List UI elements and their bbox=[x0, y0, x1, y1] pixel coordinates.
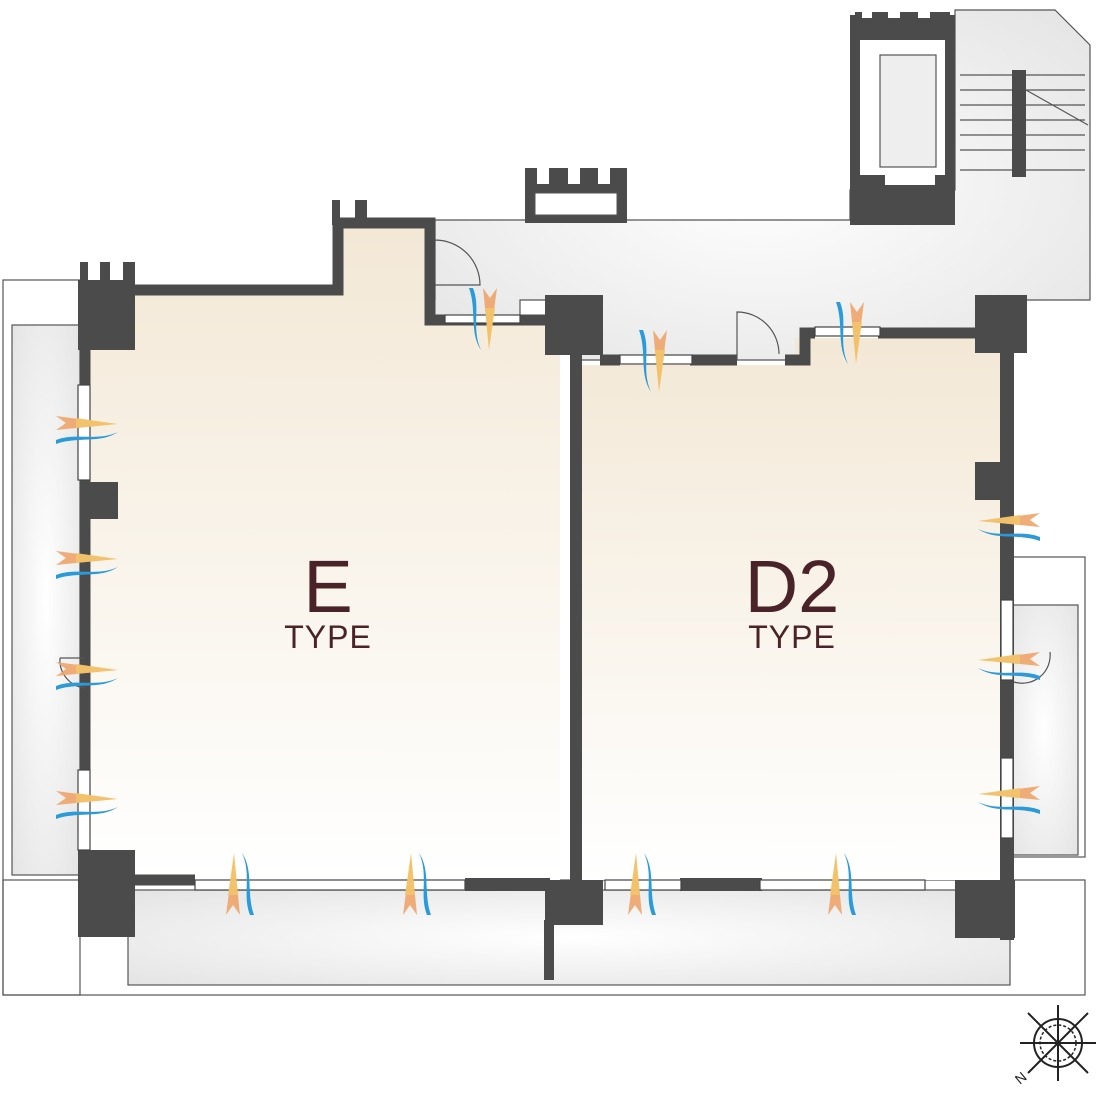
window-d2-east-2 bbox=[1000, 757, 1014, 839]
window-e-north bbox=[444, 314, 521, 324]
balcony-left bbox=[2, 279, 81, 996]
door-e-west[interactable] bbox=[59, 657, 86, 689]
room-e bbox=[59, 200, 560, 937]
room-type-e: TYPE bbox=[284, 619, 372, 655]
window-d2-north-2 bbox=[814, 326, 881, 337]
door-d2-entry[interactable] bbox=[736, 311, 780, 360]
window-d2-south-1 bbox=[604, 879, 682, 891]
compass-north-label: N bbox=[1012, 1069, 1030, 1088]
room-d2 bbox=[582, 295, 1051, 940]
common-corridor bbox=[431, 9, 1091, 361]
window-e-west-1 bbox=[77, 384, 91, 481]
compass-rose-icon: N bbox=[1012, 1005, 1096, 1087]
window-d2-south-2 bbox=[759, 879, 926, 891]
window-d2-east-1 bbox=[1000, 599, 1014, 681]
elevator bbox=[850, 10, 955, 225]
door-d2-east[interactable] bbox=[1013, 651, 1051, 684]
shaft-top bbox=[525, 166, 627, 223]
room-type-d2: TYPE bbox=[748, 619, 836, 655]
room-label-d2: D2 bbox=[745, 545, 840, 628]
window-e-west-2 bbox=[77, 769, 91, 851]
balcony-right bbox=[1009, 556, 1086, 858]
staircase bbox=[960, 70, 1089, 177]
room-label-e: E bbox=[303, 545, 352, 628]
